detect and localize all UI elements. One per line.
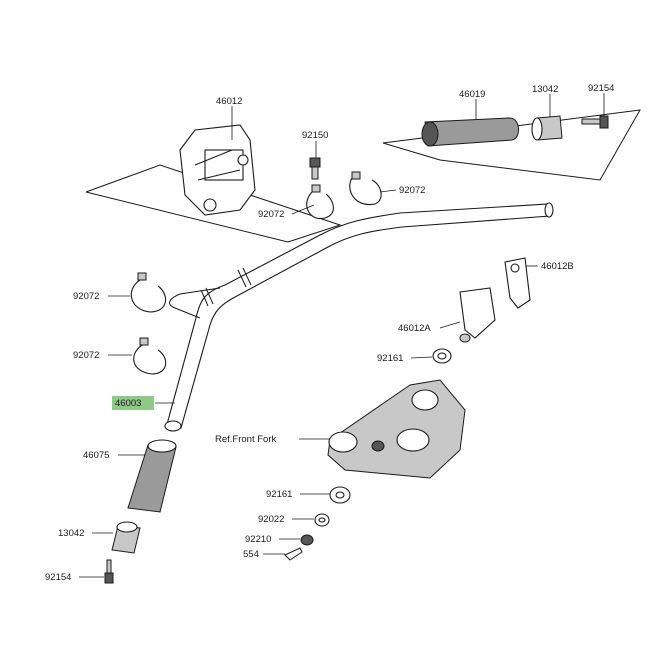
label-92072-top-left[interactable]: 92072	[258, 209, 284, 220]
label-46075[interactable]: 46075	[83, 450, 109, 461]
bar-end-13042-bottom-part[interactable]	[111, 521, 141, 554]
label-13042-bottom[interactable]: 13042	[58, 528, 84, 539]
label-46012B[interactable]: 46012B	[541, 261, 574, 272]
clip-92072-top-left-part[interactable]	[306, 184, 334, 220]
fork-top-bracket-part[interactable]	[327, 379, 466, 479]
screw-92154-top-part[interactable]	[581, 115, 609, 129]
label-92154-top[interactable]: 92154	[588, 83, 614, 94]
label-ref-front-fork[interactable]: Ref.Front Fork	[215, 434, 276, 445]
label-46012A[interactable]: 46012A	[398, 323, 431, 334]
clip-92072-top-right-part[interactable]	[349, 171, 382, 206]
label-92161-lower[interactable]: 92161	[266, 489, 292, 500]
bar-end-13042-top-part[interactable]	[531, 115, 563, 141]
screw-92154-bottom-part[interactable]	[104, 559, 114, 584]
leader-lines	[79, 93, 605, 578]
label-46019[interactable]: 46019	[459, 89, 485, 100]
label-46003[interactable]: 46003	[115, 398, 141, 409]
label-92210[interactable]: 92210	[245, 534, 271, 545]
nut-92022-part[interactable]	[314, 513, 330, 527]
grip-46075-part[interactable]	[127, 439, 177, 513]
part-labels: 46012 92150 92072 92072 46019 13042 9215…	[45, 83, 614, 583]
clamp-46012-part[interactable]	[179, 124, 256, 216]
label-92161-upper[interactable]: 92161	[377, 353, 403, 364]
washer-92161-upper-part[interactable]	[432, 348, 452, 364]
handlebar-part[interactable]	[164, 202, 554, 432]
grip-46019-part[interactable]	[421, 117, 519, 147]
label-92154-bottom[interactable]: 92154	[45, 572, 71, 583]
label-92072-left-lower[interactable]: 92072	[73, 350, 99, 361]
clip-92072-left-lower-part[interactable]	[133, 337, 167, 375]
washer-92161-lower-part[interactable]	[329, 486, 351, 504]
label-92072-left-upper[interactable]: 92072	[73, 291, 99, 302]
clip-92072-left-upper-part[interactable]	[130, 272, 167, 313]
holder-46012A-part[interactable]	[459, 287, 496, 343]
label-13042-top[interactable]: 13042	[532, 84, 558, 95]
label-92072-top-right[interactable]: 92072	[399, 185, 425, 196]
bolt-92150-part[interactable]	[309, 157, 321, 180]
holder-46012B-part[interactable]	[504, 257, 531, 309]
highlight-46003	[112, 396, 154, 410]
label-92022[interactable]: 92022	[258, 514, 284, 525]
label-46012[interactable]: 46012	[216, 96, 242, 107]
nut-92210-part[interactable]	[300, 534, 314, 546]
label-92150[interactable]: 92150	[302, 130, 328, 141]
pin-554-part[interactable]	[284, 547, 303, 561]
label-554[interactable]: 554	[243, 549, 259, 560]
